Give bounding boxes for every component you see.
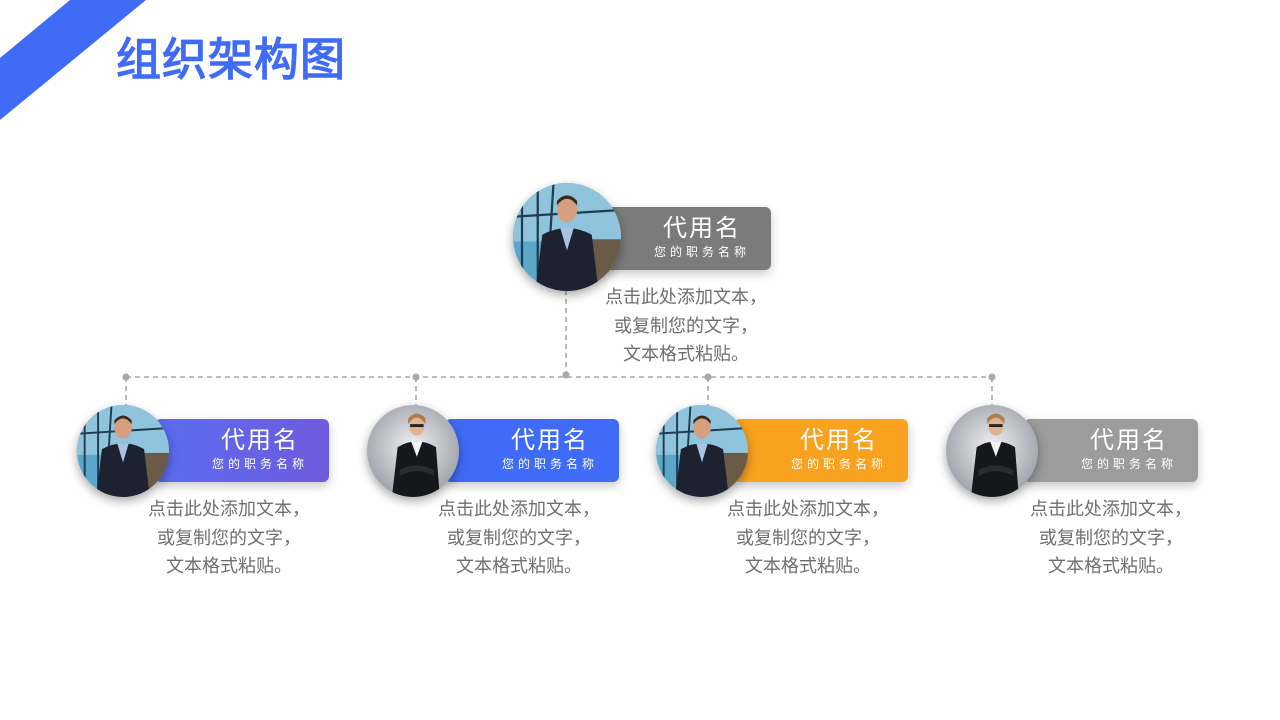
person-name: 代用名 — [1090, 426, 1168, 454]
node-description: 点击此处添加文本， 或复制您的文字， 文本格式粘贴。 — [438, 499, 600, 577]
name-card[interactable]: 代用名 您的职务名称 — [155, 419, 329, 482]
page-title[interactable]: 组织架构图 — [116, 33, 347, 86]
person-role: 您的职务名称 — [653, 245, 750, 259]
person-name: 代用名 — [800, 426, 878, 454]
node-description: 点击此处添加文本， 或复制您的文字， 文本格式粘贴。 — [1030, 499, 1192, 577]
node-description: 点击此处添加文本， 或复制您的文字， 文本格式粘贴。 — [727, 499, 889, 577]
name-card[interactable]: 代用名 您的职务名称 — [597, 207, 771, 270]
person-role: 您的职务名称 — [211, 457, 308, 471]
node-description: 点击此处添加文本， 或复制您的文字， 文本格式粘贴。 — [148, 499, 310, 577]
person-role: 您的职务名称 — [1080, 457, 1177, 471]
man-photo-icon[interactable] — [77, 405, 169, 497]
woman-photo-icon[interactable] — [946, 405, 1038, 497]
person-name: 代用名 — [511, 426, 589, 454]
woman-photo-icon[interactable] — [367, 405, 459, 497]
person-role: 您的职务名称 — [790, 457, 887, 471]
node-description: 点击此处添加文本， 或复制您的文字， 文本格式粘贴。 — [605, 287, 767, 365]
corner-accent-shape — [0, 0, 146, 120]
name-card[interactable]: 代用名 您的职务名称 — [734, 419, 908, 482]
man-photo-icon[interactable] — [656, 405, 748, 497]
man-photo-icon[interactable] — [513, 183, 621, 291]
person-name: 代用名 — [663, 214, 741, 242]
name-card[interactable]: 代用名 您的职务名称 — [445, 419, 619, 482]
name-card[interactable]: 代用名 您的职务名称 — [1024, 419, 1198, 482]
person-name: 代用名 — [221, 426, 299, 454]
person-role: 您的职务名称 — [501, 457, 598, 471]
